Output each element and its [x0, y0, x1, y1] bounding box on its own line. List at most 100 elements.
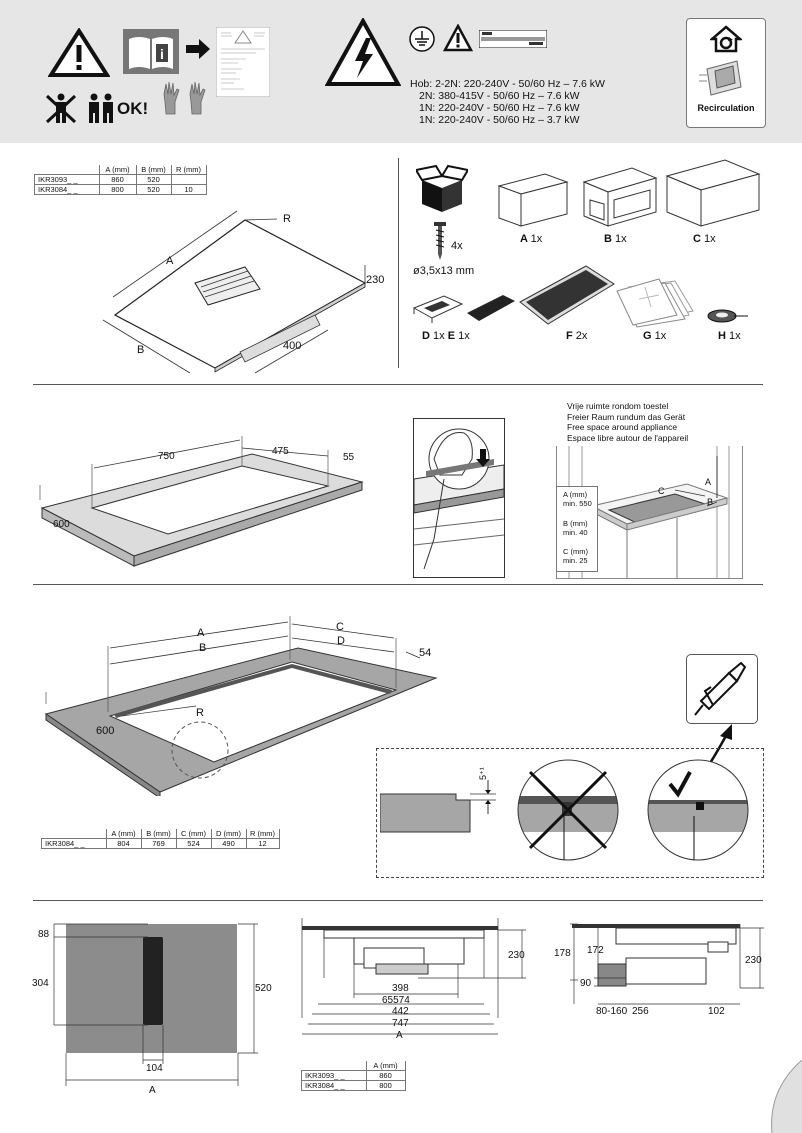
part-qty: 1x	[433, 330, 445, 342]
rating-plate-icon	[479, 30, 547, 48]
free-space-line: Espace libre autour de l'appareil	[567, 432, 689, 443]
dim-r: R	[196, 707, 204, 719]
seal-application-panel	[413, 418, 505, 578]
table-row: IKR3093_ _ 860	[301, 1070, 406, 1081]
screws-qty: 4x	[451, 240, 463, 252]
table-row: IKR3084_ _ 800	[301, 1080, 406, 1091]
flush-dimension-table: A (mm) B (mm) C (mm) D (mm) R (mm) IKR30…	[41, 829, 280, 849]
dim-230: 230	[508, 950, 525, 961]
table-header-cell	[41, 829, 107, 839]
part-qty: 1x	[654, 330, 667, 342]
arrow-right-icon	[186, 39, 210, 59]
part-a-label: A 1x	[520, 234, 542, 245]
table-cell: 10	[170, 184, 207, 195]
table-header-cell: A (mm)	[105, 829, 142, 839]
screw-icon	[434, 222, 446, 260]
rebate-profile-diagram	[380, 780, 496, 833]
dim-55: 55	[343, 452, 355, 463]
one-person-crossed-icon	[45, 93, 77, 124]
vertical-divider	[398, 158, 399, 368]
part-letter: F	[566, 330, 573, 342]
flush-cutout-diagram	[44, 616, 438, 796]
table-cell: IKR3093_ _	[34, 174, 100, 185]
model-dimension-table: A (mm) B (mm) R (mm) IKR3093_ _ 860 520 …	[34, 165, 207, 195]
table-header-cell	[301, 1061, 367, 1071]
table-cell: 520	[135, 174, 172, 185]
ok-text: OK!	[117, 99, 149, 118]
part-qty: 1x	[729, 330, 741, 342]
sealant-gun-box	[686, 654, 758, 724]
table-cell: 860	[365, 1070, 406, 1081]
dim-750: 750	[158, 451, 175, 462]
dim-80-160: 80-160	[596, 1006, 628, 1017]
table-cell	[170, 174, 207, 185]
depth-section-diagram	[570, 923, 764, 1005]
power-line: 2N: 380-415V - 50/60 Hz – 7.6 kW	[419, 90, 580, 102]
table-cell: 520	[135, 184, 172, 195]
rebate-dimension: 5⁺¹	[478, 767, 488, 780]
header-band	[0, 0, 802, 143]
table-cell: 12	[245, 838, 280, 849]
letter-c: C	[658, 486, 665, 496]
part-g-label: G 1x	[643, 331, 666, 342]
sealant-gun-icon	[694, 661, 747, 716]
dim-230: 230	[366, 274, 385, 286]
dim-600: 600	[53, 519, 70, 530]
hand-pressing-seal-icon	[414, 428, 504, 570]
clearance-label: B (mm)	[563, 519, 588, 528]
rated-power-text: Hob: 2-2N: 220-240V - 50/60 Hz – 7.6 kW …	[410, 78, 605, 126]
dim-b: B	[137, 344, 145, 356]
clearance-values-box: A (mm) min. 550 B (mm) min. 40 C (mm) mi…	[556, 486, 598, 572]
part-letter: D	[422, 330, 430, 342]
power-line: Hob: 2-2N: 220-240V - 50/60 Hz – 7.6 kW	[410, 78, 605, 90]
dim-600: 600	[96, 725, 115, 737]
dim-65574: 65574	[382, 995, 410, 1006]
rebate-detail-box	[376, 748, 764, 878]
power-line: 1N: 220-240V - 50/60 Hz – 3.7 kW	[419, 114, 580, 126]
house-recycle-icon	[710, 25, 742, 53]
part-c-label: C 1x	[693, 234, 716, 245]
part-d-clip-icon	[412, 295, 464, 323]
divider	[33, 900, 763, 901]
divider	[33, 384, 763, 385]
power-line: 1N: 220-240V - 50/60 Hz – 7.6 kW	[419, 102, 580, 114]
table-cell: 860	[98, 174, 137, 185]
dim-442: 442	[392, 1006, 409, 1017]
extraction-slot	[143, 937, 163, 1025]
table-header-row: A (mm)	[301, 1061, 406, 1071]
table-header-cell: R (mm)	[170, 165, 207, 175]
table-header-row: A (mm) B (mm) C (mm) D (mm) R (mm)	[41, 829, 280, 839]
table-cell: 490	[210, 838, 247, 849]
table-header-cell: B (mm)	[140, 829, 177, 839]
warning-triangle-icon	[48, 28, 110, 77]
gloves-icon	[163, 81, 206, 115]
dim-a: A	[149, 1085, 156, 1096]
dim-b: B	[199, 642, 207, 654]
clearance-label: A (mm)	[563, 490, 588, 499]
clearance-label: C (mm)	[563, 547, 588, 556]
table-header-cell: A (mm)	[365, 1061, 406, 1071]
divider	[33, 584, 763, 585]
dim-256: 256	[632, 1006, 649, 1017]
part-qty: 1x	[530, 233, 543, 245]
table-header-row: A (mm) B (mm) R (mm)	[34, 165, 207, 175]
page-curl-decoration	[771, 1060, 802, 1133]
part-letter: C	[693, 233, 701, 245]
part-h-adhesive-icon	[707, 309, 748, 323]
filter-hood-icon	[699, 60, 742, 96]
part-qty: 1x	[615, 233, 627, 245]
dim-88: 88	[38, 929, 50, 940]
manual-book-icon: i	[123, 29, 179, 74]
dim-d: D	[337, 635, 345, 647]
recirculation-box: Recirculation	[686, 18, 766, 128]
dim-c: C	[336, 621, 344, 633]
letter-a: A	[705, 477, 712, 487]
dim-398: 398	[392, 983, 409, 994]
part-f-filter-icon	[519, 265, 615, 325]
part-c-duct-icon	[665, 159, 761, 227]
wrong-install-detail	[517, 759, 619, 861]
part-a-duct-icon	[497, 173, 569, 227]
dim-230: 230	[745, 955, 762, 966]
hob-isometric-diagram	[102, 210, 367, 374]
dim-400: 400	[283, 340, 302, 352]
